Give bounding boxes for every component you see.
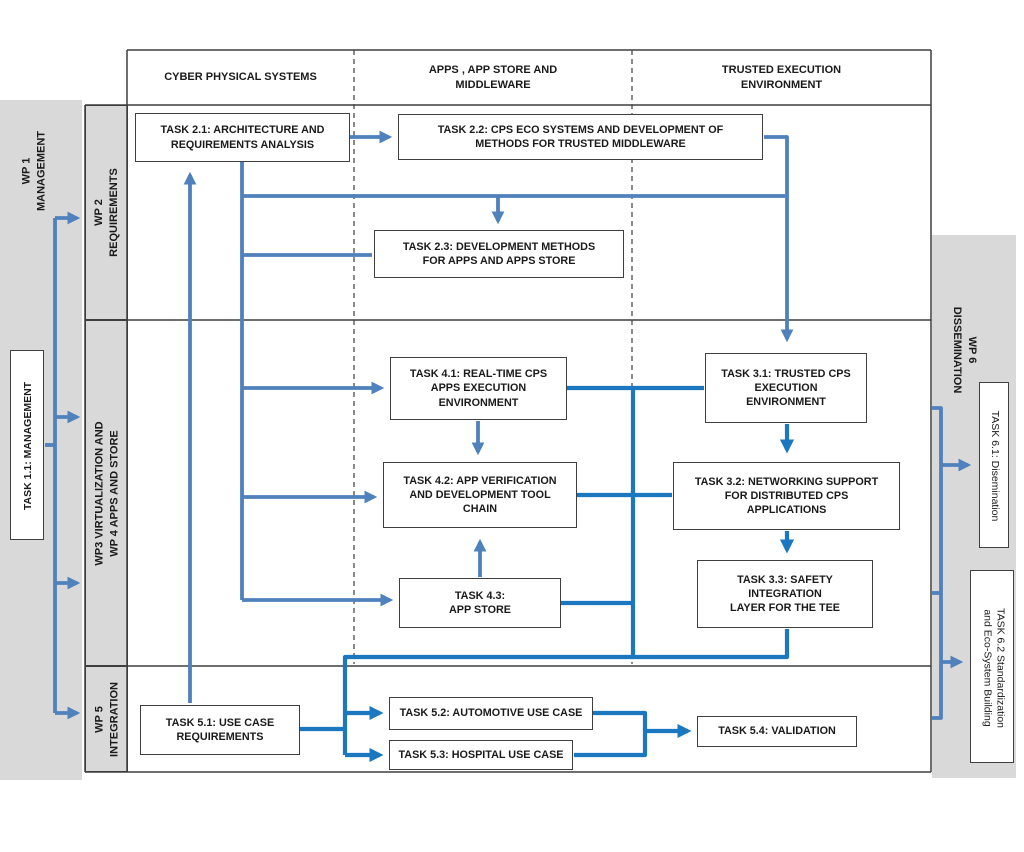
bright-connectors <box>300 385 795 763</box>
task-box-4-3: TASK 4.3: APP STORE <box>399 578 561 628</box>
task-box-3-1: TASK 3.1: TRUSTED CPS EXECUTION ENVIRONM… <box>705 353 867 423</box>
task-box-4-1: TASK 4.1: REAL-TIME CPS APPS EXECUTION E… <box>390 357 567 420</box>
wp34-label-line: WP 4 APPS AND STORE <box>107 429 120 557</box>
wp34-label-line: WP3 VIRTUALIZATION AND <box>92 420 105 566</box>
wp1-label: WP 1 MANAGEMENT <box>2 103 66 238</box>
task-box-5-2: TASK 5.2: AUTOMOTIVE USE CASE <box>389 697 593 730</box>
wp2-label: WP 2 REQUIREMENTS <box>85 105 128 320</box>
wp1-label-line: WP 1 <box>20 157 33 184</box>
task-box-5-3: TASK 5.3: HOSPITAL USE CASE <box>389 740 573 770</box>
column-header-cps-label: CYBER PHYSICAL SYSTEMS <box>164 71 317 84</box>
task-box-2-1: TASK 2.1: ARCHITECTURE AND REQUIREMENTS … <box>135 113 350 162</box>
wp5-label-line: WP 5 <box>92 705 105 733</box>
task-3-1-line: ENVIRONMENT <box>746 396 826 409</box>
task-3-1-line: TASK 3.1: TRUSTED CPS <box>721 367 851 380</box>
task-box-4-2: TASK 4.2: APP VERIFICATION AND DEVELOPME… <box>383 462 577 528</box>
task-box-2-2: TASK 2.2: CPS ECO SYSTEMS AND DEVELOPMEN… <box>398 114 763 160</box>
task-2-3-line: FOR APPS AND APPS STORE <box>422 255 576 267</box>
t33-feedback-to-wp5-line <box>342 629 790 755</box>
wp5-label: WP 5 INTEGRATION <box>85 666 128 772</box>
task-box-6-1: TASK 6.1: Disemination <box>979 382 1009 548</box>
wp1-label-line: MANAGEMENT <box>35 130 47 211</box>
wp34-label: WP3 VIRTUALIZATION AND WP 4 APPS AND STO… <box>85 320 128 666</box>
task-box-5-4: TASK 5.4: VALIDATION <box>697 716 857 747</box>
task-6-2-line: TASK 6.2 Standardization <box>994 607 1007 728</box>
column-header-cps: CYBER PHYSICAL SYSTEMS <box>127 50 354 105</box>
task-4-1-line: TASK 4.1: REAL-TIME CPS <box>409 368 548 381</box>
task-box-1-1: TASK 1.1: MANAGEMENT <box>10 350 44 540</box>
steel-connectors <box>45 130 972 720</box>
task-6-2-line: and Eco-System Building <box>981 608 993 727</box>
task-5-1-line: REQUIREMENTS <box>176 731 264 743</box>
wp2-label-line: WP 2 <box>92 199 105 226</box>
task-4-3-line: TASK 4.3: <box>454 589 506 602</box>
task-5-1-line: TASK 5.1: USE CASE <box>165 716 275 729</box>
task-4-3-line: APP STORE <box>448 604 511 616</box>
task-1-1-label: TASK 1.1: MANAGEMENT <box>21 381 34 511</box>
wp6-label-line: DISSEMINATION <box>951 306 963 394</box>
task-3-3-line: LAYER FOR THE TEE <box>730 602 840 615</box>
task-4-2-line: AND DEVELOPMENT TOOL <box>409 488 551 501</box>
wp2-label-line: REQUIREMENTS <box>107 168 120 257</box>
task-box-3-2: TASK 3.2: NETWORKING SUPPORT FOR DISTRIB… <box>673 462 900 530</box>
grid-lines <box>84 49 932 773</box>
task-4-1-line: APPS EXECUTION <box>430 382 527 395</box>
task-3-3-line: TASK 3.3: SAFETY <box>737 573 833 586</box>
task-3-2-line: TASK 3.2: NETWORKING SUPPORT <box>694 475 879 488</box>
task-3-2-line: FOR DISTRIBUTED CPS <box>724 489 849 502</box>
task-3-2-line: APPLICATIONS <box>746 504 827 517</box>
task-3-3-line: INTEGRATION <box>748 587 822 600</box>
column-header-tee-label: TRUSTED EXECUTION ENVIRONMENT <box>721 63 842 91</box>
task-4-2-line: TASK 4.2: APP VERIFICATION <box>403 474 557 487</box>
wp6-bracket-line <box>932 406 943 720</box>
task-5-4-line: TASK 5.4: VALIDATION <box>718 725 836 738</box>
wp5-label-line: INTEGRATION <box>107 681 120 757</box>
task-2-3-line: TASK 2.3: DEVELOPMENT METHODS <box>402 240 596 253</box>
task-3-1-line: EXECUTION <box>754 381 818 394</box>
task-5-3-line: TASK 5.3: HOSPITAL USE CASE <box>398 748 564 761</box>
task-4-2-line: CHAIN <box>462 503 498 516</box>
task-2-2-line: METHODS FOR TRUSTED MIDDLEWARE <box>475 138 686 150</box>
task-box-6-2: TASK 6.2 Standardization and Eco-System … <box>970 570 1014 763</box>
column-header-apps: APPS , APP STORE AND MIDDLEWARE <box>354 50 632 105</box>
task-box-2-3: TASK 2.3: DEVELOPMENT METHODS FOR APPS A… <box>374 230 624 278</box>
task-5-2-line: TASK 5.2: AUTOMOTIVE USE CASE <box>399 707 583 720</box>
task-box-5-1: TASK 5.1: USE CASE REQUIREMENTS <box>140 705 300 755</box>
task-4-1-line: ENVIRONMENT <box>438 396 519 409</box>
task-2-1-line: REQUIREMENTS ANALYSIS <box>170 138 315 151</box>
wp6-label-line: WP 6 <box>965 336 978 364</box>
task-6-1-label: TASK 6.1: Disemination <box>989 410 1002 522</box>
task-2-1-line: TASK 2.1: ARCHITECTURE AND <box>160 124 325 137</box>
task-box-3-3: TASK 3.3: SAFETY INTEGRATION LAYER FOR T… <box>697 560 873 628</box>
column-header-tee: TRUSTED EXECUTION ENVIRONMENT <box>632 50 931 105</box>
column-header-apps-label: APPS , APP STORE AND MIDDLEWARE <box>428 63 558 91</box>
task-2-2-line: TASK 2.2: CPS ECO SYSTEMS AND DEVELOPMEN… <box>437 123 724 136</box>
t52-t53-merge-line <box>574 710 648 758</box>
arrow-t22-down-to-t31 <box>764 135 794 343</box>
